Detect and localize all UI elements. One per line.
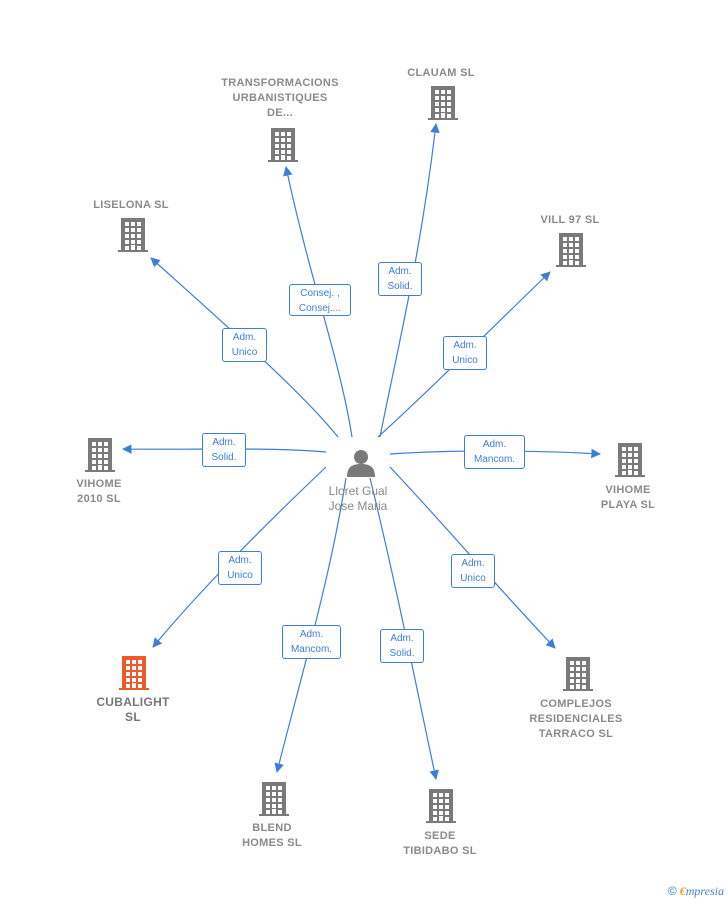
role-label-clauam: Adm. Solid. — [378, 262, 422, 296]
footer-brand: © €mpresia — [668, 884, 724, 899]
building-icon-transformacions[interactable] — [268, 128, 298, 162]
role-line: Adm. — [482, 439, 507, 450]
role-line: Adm. — [453, 340, 477, 351]
company-label-liselona[interactable]: LISELONA SL — [93, 199, 169, 211]
center-person-name[interactable]: Lloret Gual Jose Maria — [328, 484, 388, 513]
building-icon-vihome2010[interactable] — [85, 438, 115, 472]
company-label-blend[interactable]: BLEND HOMES SL — [242, 822, 302, 849]
role-line: Adm. — [461, 558, 485, 569]
role-label-complejos: Adm. Unico — [451, 554, 495, 588]
company-label-complejos[interactable]: COMPLEJOS RESIDENCIALES TARRACO SL — [529, 698, 623, 740]
role-line: Solid. — [211, 452, 237, 463]
role-line: Adm. — [388, 266, 412, 277]
role-line: Consej. , — [300, 288, 340, 299]
company-label-cubalight[interactable]: CUBALIGHT SL — [96, 695, 170, 724]
role-label-vill97: Adm. Unico — [443, 336, 487, 370]
role-line: Adm. — [390, 633, 414, 644]
role-line: Unico — [452, 355, 478, 366]
role-line: Unico — [227, 570, 253, 581]
role-line: Consej.... — [298, 303, 342, 314]
building-icon-blend[interactable] — [259, 782, 289, 816]
role-line: Mancom. — [473, 454, 516, 465]
role-line: Adm. — [212, 437, 236, 448]
building-icon-clauam[interactable] — [428, 86, 458, 120]
company-label-transformacions[interactable]: TRANSFORMACIONS URBANISTIQUES DE... — [221, 77, 339, 119]
edge-clauam — [379, 123, 440, 438]
role-line: Solid. — [387, 281, 413, 292]
role-line: Solid. — [389, 648, 415, 659]
company-label-vihome2010[interactable]: VIHOME 2010 SL — [76, 478, 122, 505]
brand-name: mpresia — [685, 884, 724, 898]
company-label-sede[interactable]: SEDE TIBIDABO SL — [403, 830, 477, 857]
role-label-blend: Adm. Mancom. — [282, 625, 341, 659]
role-label-vihome2010: Adm. Solid. — [202, 433, 246, 467]
person-icon — [347, 450, 375, 477]
building-icon-complejos[interactable] — [563, 657, 593, 691]
role-label-liselona: Adm. Unico — [222, 328, 267, 362]
role-label-transformacions: Consej. , Consej.... — [289, 284, 351, 316]
company-label-vill97[interactable]: VILL 97 SL — [540, 214, 600, 226]
role-line: Mancom. — [290, 644, 333, 655]
role-line: Adm. — [299, 629, 324, 640]
role-line: Adm. — [228, 555, 252, 566]
role-line: Adm. — [232, 332, 257, 343]
building-icon-vihomeplaya[interactable] — [615, 443, 645, 477]
brand-logo-initial: € — [679, 884, 686, 898]
role-line: Unico — [460, 573, 486, 584]
role-label-cubalight: Adm. Unico — [218, 551, 262, 585]
building-icon-vill97[interactable] — [556, 233, 586, 267]
building-icon-liselona[interactable] — [118, 218, 148, 252]
building-icon-cubalight[interactable] — [119, 656, 149, 690]
building-icon-sede[interactable] — [426, 789, 456, 823]
company-label-vihomeplaya[interactable]: VIHOME PLAYA SL — [600, 484, 656, 511]
role-label-vihomeplaya: Adm. Mancom. — [464, 435, 525, 469]
company-label-clauam[interactable]: CLAUAM SL — [407, 67, 475, 79]
role-label-sede: Adm. Solid. — [380, 629, 424, 663]
copyright-icon: © — [667, 884, 677, 898]
role-line: Unico — [231, 347, 258, 358]
